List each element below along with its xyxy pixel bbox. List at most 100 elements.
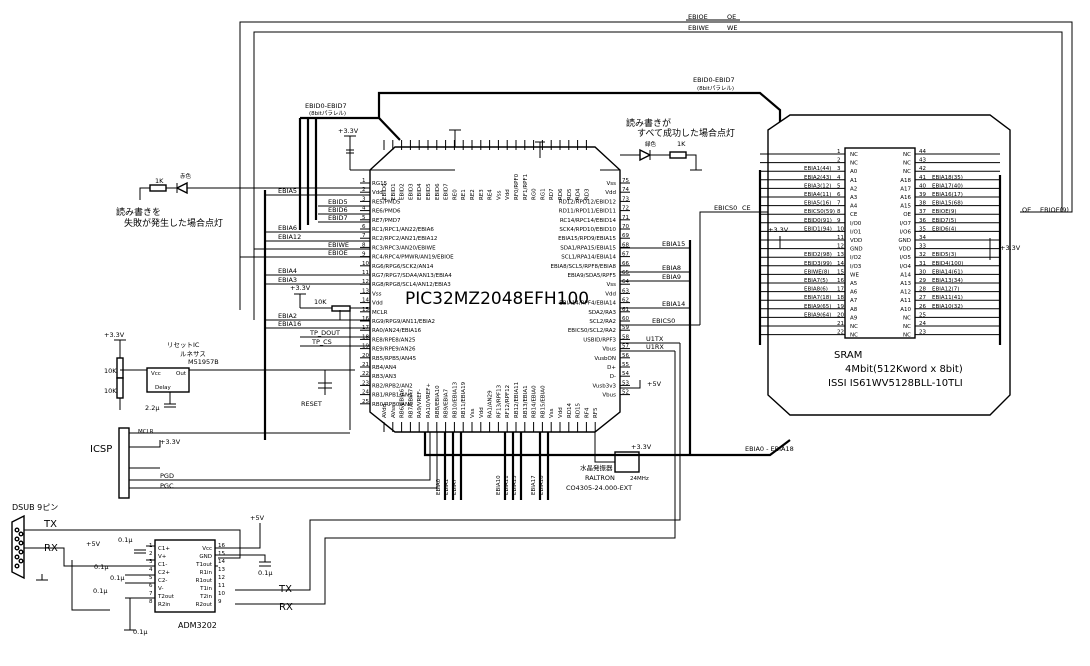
mcu-left-pin-label: RE9/RPE9/AN26 — [372, 347, 416, 353]
sram-right-pin-net: EBIA14(61) — [932, 269, 963, 275]
mcu-bottom-pin-label: RB15/EBIA0 — [540, 385, 546, 418]
sram-right-pin-number: 30 — [919, 269, 926, 275]
ng-line2: 失敗が発生した場合点灯 — [124, 217, 223, 229]
sram-right-pin-number: 44 — [919, 149, 926, 155]
adm-right-pin-label: Vcc — [202, 546, 212, 552]
sram-left-pin-net: EBIA4(11) — [804, 192, 831, 198]
mcu-right-pin-label: SCL2/RA2 — [589, 319, 616, 325]
adm-right-pin-number: 16 — [218, 543, 225, 549]
sram-left-pin-net: EBIA5(16) — [804, 201, 831, 207]
sram-left-pin-label: A8 — [850, 307, 858, 313]
mcu-power-top: +3.3V — [338, 127, 620, 171]
sram-right-pin-label: VDD — [899, 247, 911, 253]
sram-left-pin-label: I/O0 — [850, 221, 862, 227]
sram-right-pin-number: 27 — [919, 295, 926, 301]
ebics0-left-label: EBICS0 — [714, 204, 737, 212]
sram-right-pin-label: A11 — [900, 298, 911, 304]
sram-right-pin-number: 31 — [919, 261, 926, 267]
sram-right-pin-number: 37 — [919, 209, 926, 215]
mcu-top-pin-label: RD5 — [567, 188, 573, 200]
net-ebia12: EBIA12 — [278, 233, 301, 241]
ng-line1: 読み書きを — [116, 206, 161, 218]
tp-cs-label: TP_CS — [311, 338, 332, 346]
sram-right-pin-net: EBIA16(17) — [932, 192, 963, 198]
sram-part: ISSI IS61WV5128BLL-10TLI — [828, 378, 963, 389]
sram-left-pin-label: NC — [850, 333, 858, 339]
adm-right-pin-number: 11 — [218, 583, 225, 589]
mcu-left-pin-number: 1 — [362, 178, 366, 184]
adm-left-pin-label: T2out — [157, 594, 175, 600]
sram-right-pin-number: 41 — [919, 175, 926, 181]
mcu-left-nets: EBIA5 EBID5 EBID6 EBID7 EBIA6 EBIA12 EBI… — [240, 187, 370, 440]
v33-mid-label: +3.3V — [290, 284, 311, 292]
mcu-left-pin-number: 19 — [362, 344, 369, 350]
sram-left-pin-number: 13 — [837, 252, 844, 258]
adm-right-pin-number: 9 — [218, 599, 222, 605]
mcu-bottom-pin-label: RB14/EBIA0 — [532, 385, 538, 418]
sram-left-pin-number: 12 — [837, 244, 844, 250]
net-ebia4: EBIA4 — [278, 267, 297, 275]
cap-01c-label: 0.1μ — [110, 574, 124, 582]
mcu-top-pin-label: RE2 — [470, 189, 476, 200]
mcu-bottom-pin-label: AVss — [391, 405, 397, 418]
sram-left-pin-net: EBID0(91) — [804, 218, 832, 224]
mcu-top-pin-label: RE1 — [461, 189, 467, 200]
mcu-right-pin-number: 73 — [622, 196, 629, 202]
mcu-right-pin-number: 67 — [622, 252, 629, 258]
mcu-right-pin-label: EBIA8/SCL5/RPF8/EBIA8 — [550, 264, 616, 270]
osc-part: CO4305-24.000-EXT — [566, 484, 632, 492]
sram-left-pin-net: EBID1(94) — [804, 226, 832, 232]
mcu-left-pin-label: RC3/RPC3/AN20/EBIWE — [372, 245, 436, 251]
ebioe-top-label: EBIOE — [688, 13, 708, 21]
sram-left-pin-label: A3 — [850, 195, 858, 201]
mcu-left-pin-number: 25 — [362, 399, 369, 405]
mcu-left-pin-label: RA0/AN24/EBIA16 — [372, 328, 422, 334]
sram-right-pin-net: EBIA10(32) — [932, 304, 963, 310]
mcu-right-pin-label: Vss — [607, 181, 617, 187]
adm-right-pin-number: 10 — [218, 591, 225, 597]
sram-left-pin-net: EBIA8(6) — [804, 287, 828, 293]
mcu-left-pin-label: Vdd — [372, 190, 383, 196]
sram-left-pin-number: 7 — [837, 201, 841, 207]
sram-left-pin-label: A2 — [850, 186, 857, 192]
sram-left-pin-number: 16 — [837, 278, 844, 284]
sram-left-pin-number: 5 — [837, 183, 841, 189]
mcu-right-nets: EBIA15 EBIA8 EBIA9 EBIA14 EBICS0 EBICS0 … — [235, 204, 790, 605]
sram-right-pin-number: 36 — [919, 218, 926, 224]
mcu-right-pin-label: Vbus — [602, 347, 616, 353]
mcu-right-pin-number: 66 — [622, 261, 629, 267]
sram-right-pin-label: NC — [903, 333, 911, 339]
mcu-right-pin-label: D+ — [607, 365, 616, 371]
mcu-right-pin-number: 62 — [622, 298, 629, 304]
mcu-right-pin-label: VusbON — [594, 356, 616, 362]
r10k-mclr-label: 10K — [314, 298, 327, 306]
sram-right-pin-net: EBID6(4) — [932, 226, 956, 232]
net-ebia1-v: EBIA1 — [444, 479, 450, 495]
v5-adm2-label: +5V — [86, 540, 101, 548]
mcu-left-pin-label: RB2/RPB2/AN2 — [372, 383, 413, 389]
sram-right-pin-number: 39 — [919, 192, 926, 198]
adm-right-pin-number: 14 — [218, 559, 225, 565]
mcu-bottom-pin-label: Vss — [549, 408, 555, 418]
sram-right-pin-label: I/O7 — [900, 221, 912, 227]
net-ebioe: EBIOE — [328, 249, 348, 257]
net-ebia9: EBIA9 — [662, 273, 681, 281]
v33-osc-label: +3.3V — [631, 443, 652, 451]
mcu-top-pin-label: EBID2 — [400, 183, 406, 200]
mcu-left-pin-label: RB5/RPB5/AN45 — [372, 356, 417, 362]
mcu-left-pin-label: RB1/RPB1/AN1 — [372, 393, 413, 399]
sram-left-pin-number: 10 — [837, 226, 844, 232]
net-ebics0: EBICS0 — [652, 317, 675, 325]
r10k-b-label: 10K — [104, 387, 117, 395]
mcu-top-pin-label: RG1 — [540, 188, 546, 200]
mcu-left-pin-number: 8 — [362, 242, 366, 248]
mcu-right-pin-number: 61 — [622, 307, 629, 313]
sram-right-pin-label: NC — [903, 152, 911, 158]
mcu-bottom-pin-label: RB13/EBIA1 — [523, 385, 529, 418]
sram-right-pin-label: NC — [903, 315, 911, 321]
sram-left-pin-number: 11 — [837, 235, 844, 241]
sram-left-pin-net: EBIA9(64) — [804, 312, 831, 318]
mcu-right-pin-number: 52 — [622, 390, 629, 396]
cap-22-label: 2.2μ — [145, 404, 159, 412]
